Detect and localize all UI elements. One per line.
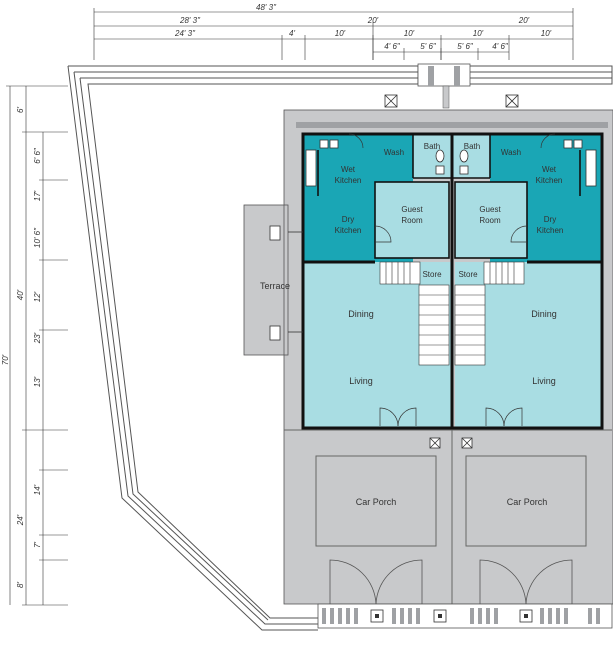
top-dimensions (93, 8, 574, 60)
label-terrace: Terrace (260, 281, 290, 291)
label-wet-kitchen-left-2: Kitchen (335, 176, 362, 185)
house-zones (303, 134, 602, 427)
doors (348, 133, 556, 427)
top-dimension-labels: 48' 3" 28' 3" 20' 20' 24' 3" 4' 10' 10' … (174, 3, 552, 51)
inner-walls (317, 134, 581, 259)
dim-top-r3-4: 10' (404, 29, 415, 38)
label-dry-kitchen-left-1: Dry (342, 215, 354, 224)
dim-left-r2-4: 8' (16, 582, 25, 588)
dim-top-r2-2: 20' (367, 16, 379, 25)
label-wet-kitchen-right-1: Wet (542, 165, 557, 174)
dim-left-r3-5: 23' (33, 332, 42, 344)
label-dry-kitchen-right-2: Kitchen (537, 226, 564, 235)
top-utility-boxes (384, 94, 519, 108)
front-fence (317, 603, 613, 629)
label-living-left: Living (349, 376, 373, 386)
dim-left-r3-6: 13' (33, 376, 42, 387)
stairs (379, 261, 525, 366)
label-dining-left: Dining (348, 309, 374, 319)
dim-top-r3-5: 10' (473, 29, 484, 38)
site-boundary (67, 65, 613, 631)
front-gates (329, 559, 573, 605)
room-labels: Wash Wash Bath Bath Wet Kitchen Wet Kitc… (260, 142, 563, 507)
label-wet-kitchen-right-2: Kitchen (536, 176, 563, 185)
dim-top-r4-4: 4' 6" (492, 42, 509, 51)
label-guest-room-left-2: Room (401, 216, 423, 225)
dim-left-r3-4: 12' (33, 291, 42, 302)
dim-top-r3-6: 10' (541, 29, 552, 38)
dim-top-r3-3: 10' (335, 29, 346, 38)
label-guest-room-left-1: Guest (401, 205, 423, 214)
dim-top-r3-2: 4' (289, 29, 295, 38)
label-dry-kitchen-right-1: Dry (544, 215, 556, 224)
dim-overall-depth: 70' (1, 354, 10, 365)
terrace-openings (269, 225, 303, 341)
dim-left-r3-8: 7' (33, 542, 42, 548)
dim-top-r4-3: 5' 6" (457, 42, 474, 51)
label-bath-right: Bath (464, 142, 480, 151)
label-wash-right: Wash (501, 148, 521, 157)
dim-top-r3-1: 24' 3" (174, 29, 196, 38)
dim-left-r2-3: 24' (16, 514, 25, 526)
left-dimension-labels: 70' 6' 40' 24' 8' 6' 6" 17' 10' 6" 12' 2… (1, 107, 42, 588)
label-guest-room-right-1: Guest (479, 205, 501, 214)
dim-top-r4-2: 5' 6" (420, 42, 437, 51)
top-gate (417, 63, 471, 109)
dim-left-r3-2: 17' (33, 190, 42, 201)
dim-left-r2-2: 40' (16, 289, 25, 300)
dim-left-r3-7: 14' (33, 484, 42, 495)
dim-left-r3-1: 6' 6" (33, 147, 42, 164)
dim-overall-width: 48' 3" (256, 3, 277, 12)
dim-left-r3-3: 10' 6" (33, 227, 42, 248)
dim-left-r2-1: 6' (16, 107, 25, 113)
dim-top-r4-1: 4' 6" (384, 42, 401, 51)
dim-top-r2-3: 20' (518, 16, 530, 25)
label-store-left: Store (422, 270, 442, 279)
label-store-right: Store (458, 270, 478, 279)
walls (301, 132, 604, 430)
label-wash-left: Wash (384, 148, 404, 157)
label-wet-kitchen-left-1: Wet (341, 165, 356, 174)
porch-utility-boxes (429, 437, 473, 449)
label-car-porch-right: Car Porch (507, 497, 548, 507)
car-porches (284, 429, 612, 604)
label-dry-kitchen-left-2: Kitchen (335, 226, 362, 235)
dim-top-r2-1: 28' 3" (179, 16, 201, 25)
label-bath-left: Bath (424, 142, 440, 151)
label-living-right: Living (532, 376, 556, 386)
label-guest-room-right-2: Room (479, 216, 501, 225)
label-car-porch-left: Car Porch (356, 497, 397, 507)
label-dining-right: Dining (531, 309, 557, 319)
fixtures (305, 139, 597, 187)
left-dimensions (6, 85, 68, 606)
